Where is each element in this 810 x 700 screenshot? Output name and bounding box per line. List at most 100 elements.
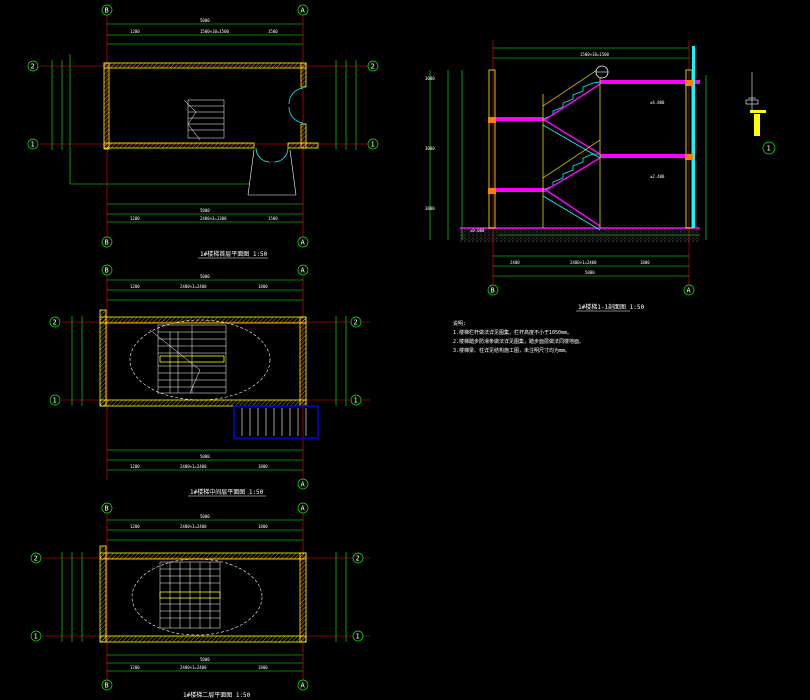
svg-text:±4.800: ±4.800 [650, 100, 665, 105]
plan-middle-title: 1#楼梯中间层平面图 1:50 [190, 488, 264, 496]
svg-text:1500×10=1500: 1500×10=1500 [580, 52, 609, 57]
grid-bubble-a: A [301, 481, 306, 489]
plan-ground-grid-bubbles: B A B A 2 1 2 1 [27, 4, 379, 248]
svg-text:1200: 1200 [130, 216, 140, 221]
svg-text:1200: 1200 [130, 29, 140, 34]
grid-bubble-2: 2 [371, 63, 375, 71]
grid-bubble-1: 1 [53, 397, 57, 405]
section-cut-marker [595, 65, 609, 79]
grid-bubble-a: A [301, 267, 306, 275]
svg-text:1800: 1800 [640, 260, 650, 265]
svg-text:5000: 5000 [200, 208, 210, 213]
notes-line: 2.楼梯踏步防滑条做法详见图集，踏步面层做法同楼地面。 [453, 338, 584, 345]
section-handrails [542, 67, 601, 228]
svg-text:2400: 2400 [510, 260, 520, 265]
detail-view: 1 [745, 72, 776, 155]
plan-middle-stair-flights [149, 324, 227, 394]
notes-line: 1.楼梯栏杆做法详见图集，栏杆高度不小于1050mm。 [453, 329, 572, 336]
svg-text:2400×1=2400: 2400×1=2400 [180, 665, 207, 670]
plan-middle-walls [99, 309, 307, 407]
plan-top-floor: 5000 1200 2400×1=2400 1800 5000 1200 2400×1… [30, 502, 370, 699]
plan-ground-title: 1#楼梯首层平面图 1:50 [200, 250, 268, 258]
grid-bubble-b: B [491, 287, 495, 295]
plan-top-stair-flights [159, 561, 221, 629]
detail-bubble: 1 [767, 145, 771, 153]
plan-ground-walls [103, 62, 319, 150]
svg-text:1500×10=1500: 1500×10=1500 [200, 29, 229, 34]
svg-text:1800: 1800 [258, 284, 268, 289]
svg-text:±0.000: ±0.000 [470, 228, 485, 233]
svg-text:1800: 1800 [258, 524, 268, 529]
grid-bubble-b: B [105, 239, 109, 247]
plan-middle-grid-bubbles: B A A 2 1 2 1 [49, 264, 362, 490]
svg-text:5000: 5000 [200, 514, 210, 519]
grid-bubble-2: 2 [354, 319, 358, 327]
section-floor-slabs [493, 80, 700, 192]
svg-text:3000: 3000 [425, 146, 435, 151]
grid-bubble-a: A [301, 505, 306, 513]
grid-bubble-2: 2 [53, 319, 57, 327]
section-dims [429, 47, 707, 277]
grid-bubble-2: 2 [356, 555, 360, 563]
grid-bubble-2: 2 [34, 555, 38, 563]
plan-top-dims [61, 519, 347, 672]
svg-text:2400×1=2400: 2400×1=2400 [180, 524, 207, 529]
grid-bubble-b: B [105, 682, 109, 690]
svg-text:2400×1=2400: 2400×1=2400 [570, 260, 597, 265]
svg-text:1200: 1200 [130, 524, 140, 529]
svg-text:5000: 5000 [200, 18, 210, 23]
grid-bubble-a: A [687, 287, 692, 295]
svg-text:5000: 5000 [200, 657, 210, 662]
plan-ground-entrance [247, 149, 297, 196]
svg-text:1800: 1800 [258, 464, 268, 469]
grid-bubble-a: A [301, 239, 306, 247]
svg-text:±2.400: ±2.400 [650, 174, 665, 179]
plan-ground-doors [255, 87, 304, 163]
svg-text:1500: 1500 [268, 29, 278, 34]
plan-ground-axes [40, 14, 370, 238]
plan-top-dim-texts: 5000 1200 2400×1=2400 1800 5000 1200 2400×1… [130, 514, 268, 670]
notes-heading: 说明: [453, 320, 466, 327]
section-title: 1#楼梯1-1剖面图 1:50 [578, 303, 645, 311]
plan-top-title: 1#楼梯二层平面图 1:50 [183, 691, 251, 699]
section-stair-flights [542, 81, 601, 231]
notes-line: 3.楼梯梁、柱详见结构施工图，未注明尺寸均为mm。 [453, 347, 570, 354]
grid-bubble-1: 1 [34, 633, 38, 641]
svg-text:1800: 1800 [258, 665, 268, 670]
plan-ground-dim-texts: 5000 1200 1500×10=1500 1500 5000 1200 2400×… [130, 18, 278, 221]
svg-text:3000: 3000 [425, 76, 435, 81]
plan-middle-axes [62, 270, 370, 480]
svg-text:1500: 1500 [268, 216, 278, 221]
grid-bubble-2: 2 [31, 63, 35, 71]
section-ground [460, 228, 700, 242]
svg-text:5000: 5000 [200, 454, 210, 459]
plan-ground-floor: 5000 1200 1500×10=1500 1500 5000 1200 2400×… [27, 4, 379, 259]
plan-top-grid-bubbles: B A B A 2 1 2 1 [30, 502, 364, 691]
notes-block: 说明: 1.楼梯栏杆做法详见图集，栏杆高度不小于1050mm。 2.楼梯踏步防滑… [453, 320, 584, 354]
plan-ground-dims [51, 23, 357, 223]
plan-top-handrail [159, 591, 221, 599]
grid-bubble-b: B [105, 505, 109, 513]
svg-text:1200: 1200 [130, 464, 140, 469]
plan-middle-dims [71, 279, 347, 471]
svg-text:3000: 3000 [425, 206, 435, 211]
svg-text:1200: 1200 [130, 284, 140, 289]
grid-bubble-1: 1 [354, 397, 358, 405]
plan-middle-handrail [159, 355, 225, 363]
section-walls [488, 46, 695, 229]
plan-ground-stair [183, 99, 225, 141]
grid-bubble-1: 1 [356, 633, 360, 641]
grid-bubble-a: A [301, 682, 306, 690]
svg-text:1200: 1200 [130, 665, 140, 670]
grid-bubble-a: A [301, 7, 306, 15]
grid-bubble-b: B [105, 267, 109, 275]
svg-text:2400×3=1300: 2400×3=1300 [200, 216, 227, 221]
grid-bubble-1: 1 [371, 141, 375, 149]
svg-text:5000: 5000 [200, 274, 210, 279]
plan-middle-canopy [233, 405, 319, 439]
